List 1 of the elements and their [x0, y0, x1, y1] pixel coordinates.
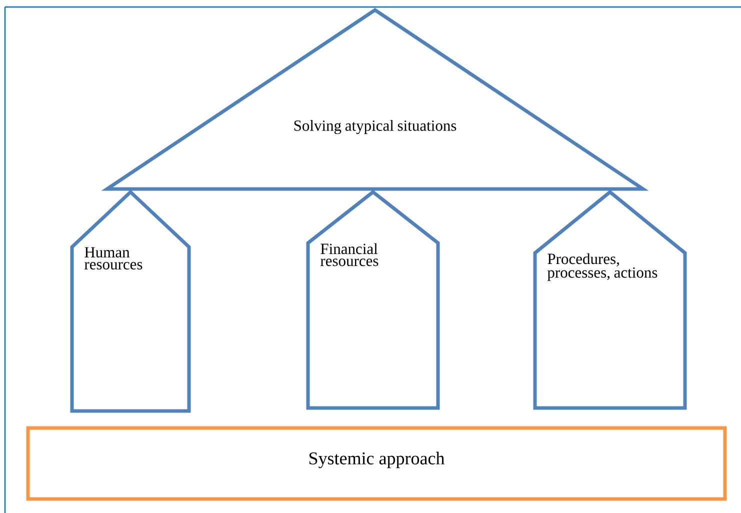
foundation-bar: Systemic approach — [26, 426, 727, 501]
